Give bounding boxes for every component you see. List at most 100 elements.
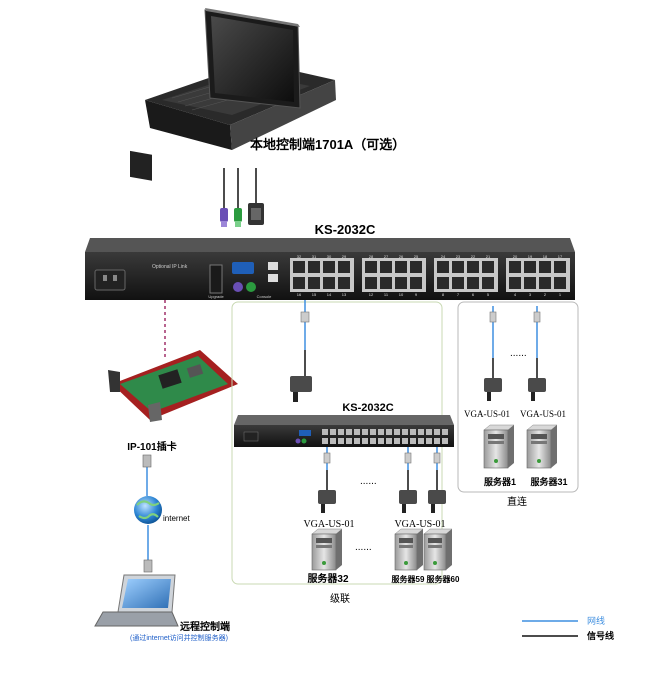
port-number-top: 20 — [513, 254, 518, 259]
ip-101-card — [108, 350, 238, 422]
internet-label: internet — [163, 514, 190, 523]
cascade-server-dots: ...... — [355, 542, 372, 553]
server-59-label: 服务器59 — [392, 574, 425, 584]
drive-bay — [488, 434, 504, 439]
cascade-port-bottom — [330, 438, 336, 444]
ps2-keyboard-port-icon — [246, 282, 256, 292]
cascade-adapter-icon — [290, 376, 312, 392]
rj45-port-bottom — [482, 277, 494, 289]
cascade-port-bottom — [426, 438, 432, 444]
direct-label: 直连 — [507, 495, 527, 508]
port-number-top: 28 — [369, 254, 374, 259]
cascade-port-top — [338, 429, 344, 435]
port-number-bottom: 4 — [514, 292, 517, 297]
rj45-port-top — [467, 261, 479, 273]
port-number-top: 32 — [297, 254, 302, 259]
legend-network-label: 网线 — [587, 615, 605, 626]
direct-drop-1 — [484, 306, 502, 401]
port-number-top: 22 — [471, 254, 476, 259]
legend: 网线 信号线 — [522, 615, 614, 641]
cascade-adapter-right-label: VGA-US-01 — [394, 519, 445, 530]
direct-adapter-left-label: VGA-US-01 — [464, 409, 510, 419]
drive-bay — [316, 545, 332, 548]
rj45-port-top — [509, 261, 521, 273]
cascade-adapter-left-label: VGA-US-01 — [303, 519, 354, 530]
port-number-bottom: 10 — [399, 292, 404, 297]
cascade-port-top — [346, 429, 352, 435]
adapter-plug-icon — [431, 504, 435, 513]
adapter-plug-icon — [402, 504, 406, 513]
server-side — [551, 425, 557, 468]
port-number-top: 29 — [342, 254, 347, 259]
local-console-label: 本地控制端1701A（可选） — [250, 137, 405, 152]
port-number-top: 21 — [486, 254, 491, 259]
usb-port-icon — [268, 274, 278, 282]
ps2-connector-purple-icon — [220, 208, 228, 227]
vga-port-icon — [232, 262, 254, 274]
port-number-top: 17 — [558, 254, 563, 259]
rj45-plug-icon — [404, 452, 412, 464]
direct-adapter-right-label: VGA-US-01 — [520, 409, 566, 419]
upgrade-text: Upgrade — [208, 294, 224, 299]
power-led — [322, 561, 326, 565]
rj45-port-top — [365, 261, 377, 273]
cascade-port-bottom — [402, 438, 408, 444]
rj45-port-top — [395, 261, 407, 273]
cascade-port-bottom — [370, 438, 376, 444]
port-number-bottom: 15 — [312, 292, 317, 297]
rj45-port-top — [293, 261, 305, 273]
rj45-port-bottom — [395, 277, 407, 289]
rj45-port-bottom — [452, 277, 464, 289]
direct-drop-2 — [528, 306, 546, 401]
ps2-mouse-port-icon — [233, 282, 243, 292]
rj45-port-top — [338, 261, 350, 273]
drive-bay — [316, 538, 332, 543]
port-number-bottom: 3 — [529, 292, 532, 297]
port-number-bottom: 12 — [369, 292, 374, 297]
port-number-bottom: 16 — [297, 292, 302, 297]
server-60-label: 服务器60 — [427, 574, 460, 584]
cascade-port-top — [426, 429, 432, 435]
cascade-downlink-cables — [318, 447, 446, 513]
cascade-port-bottom — [410, 438, 416, 444]
cascade-port-bottom — [386, 438, 392, 444]
server-side — [446, 529, 452, 570]
port-number-bottom: 9 — [415, 292, 418, 297]
adapter-plug-icon — [487, 392, 491, 401]
adapter-plug-icon — [321, 504, 325, 513]
globe-icon — [134, 496, 162, 524]
server-side — [417, 529, 423, 570]
server-1-icon — [483, 424, 515, 469]
cascade-uplink-cable — [290, 300, 312, 402]
cascade-port-bottom — [378, 438, 384, 444]
rj45-port-bottom — [410, 277, 422, 289]
server-60-icon — [423, 528, 453, 571]
rj45-port-bottom — [554, 277, 566, 289]
optional-ip-link-text: Optional IP Link — [152, 264, 188, 270]
cascade-port-bottom — [354, 438, 360, 444]
vga-us-adapter-icon — [399, 490, 417, 504]
cascade-port-top — [418, 429, 424, 435]
drive-bay — [399, 538, 413, 543]
port-number-top: 24 — [441, 254, 446, 259]
cascade-port-top — [386, 429, 392, 435]
ip-slot — [209, 264, 223, 294]
cascade-port-top — [442, 429, 448, 435]
server-1-label: 服务器1 — [484, 476, 516, 487]
port-number-top: 30 — [327, 254, 332, 259]
vga-us-adapter-icon — [528, 378, 546, 392]
power-led — [404, 561, 408, 565]
cascade-port-bottom — [418, 438, 424, 444]
drive-bay — [428, 538, 442, 543]
cascade-port-bottom — [322, 438, 328, 444]
rj45-port-top — [524, 261, 536, 273]
rj45-plug-icon — [323, 452, 331, 464]
cascade-port-bottom — [346, 438, 352, 444]
port-number-bottom: 6 — [472, 292, 475, 297]
network-cable-to-laptop — [143, 525, 153, 573]
main-port-numbers: 3216311530142913281227112610259248237226… — [297, 254, 563, 297]
port-number-bottom: 13 — [342, 292, 347, 297]
console-cables — [223, 168, 257, 210]
